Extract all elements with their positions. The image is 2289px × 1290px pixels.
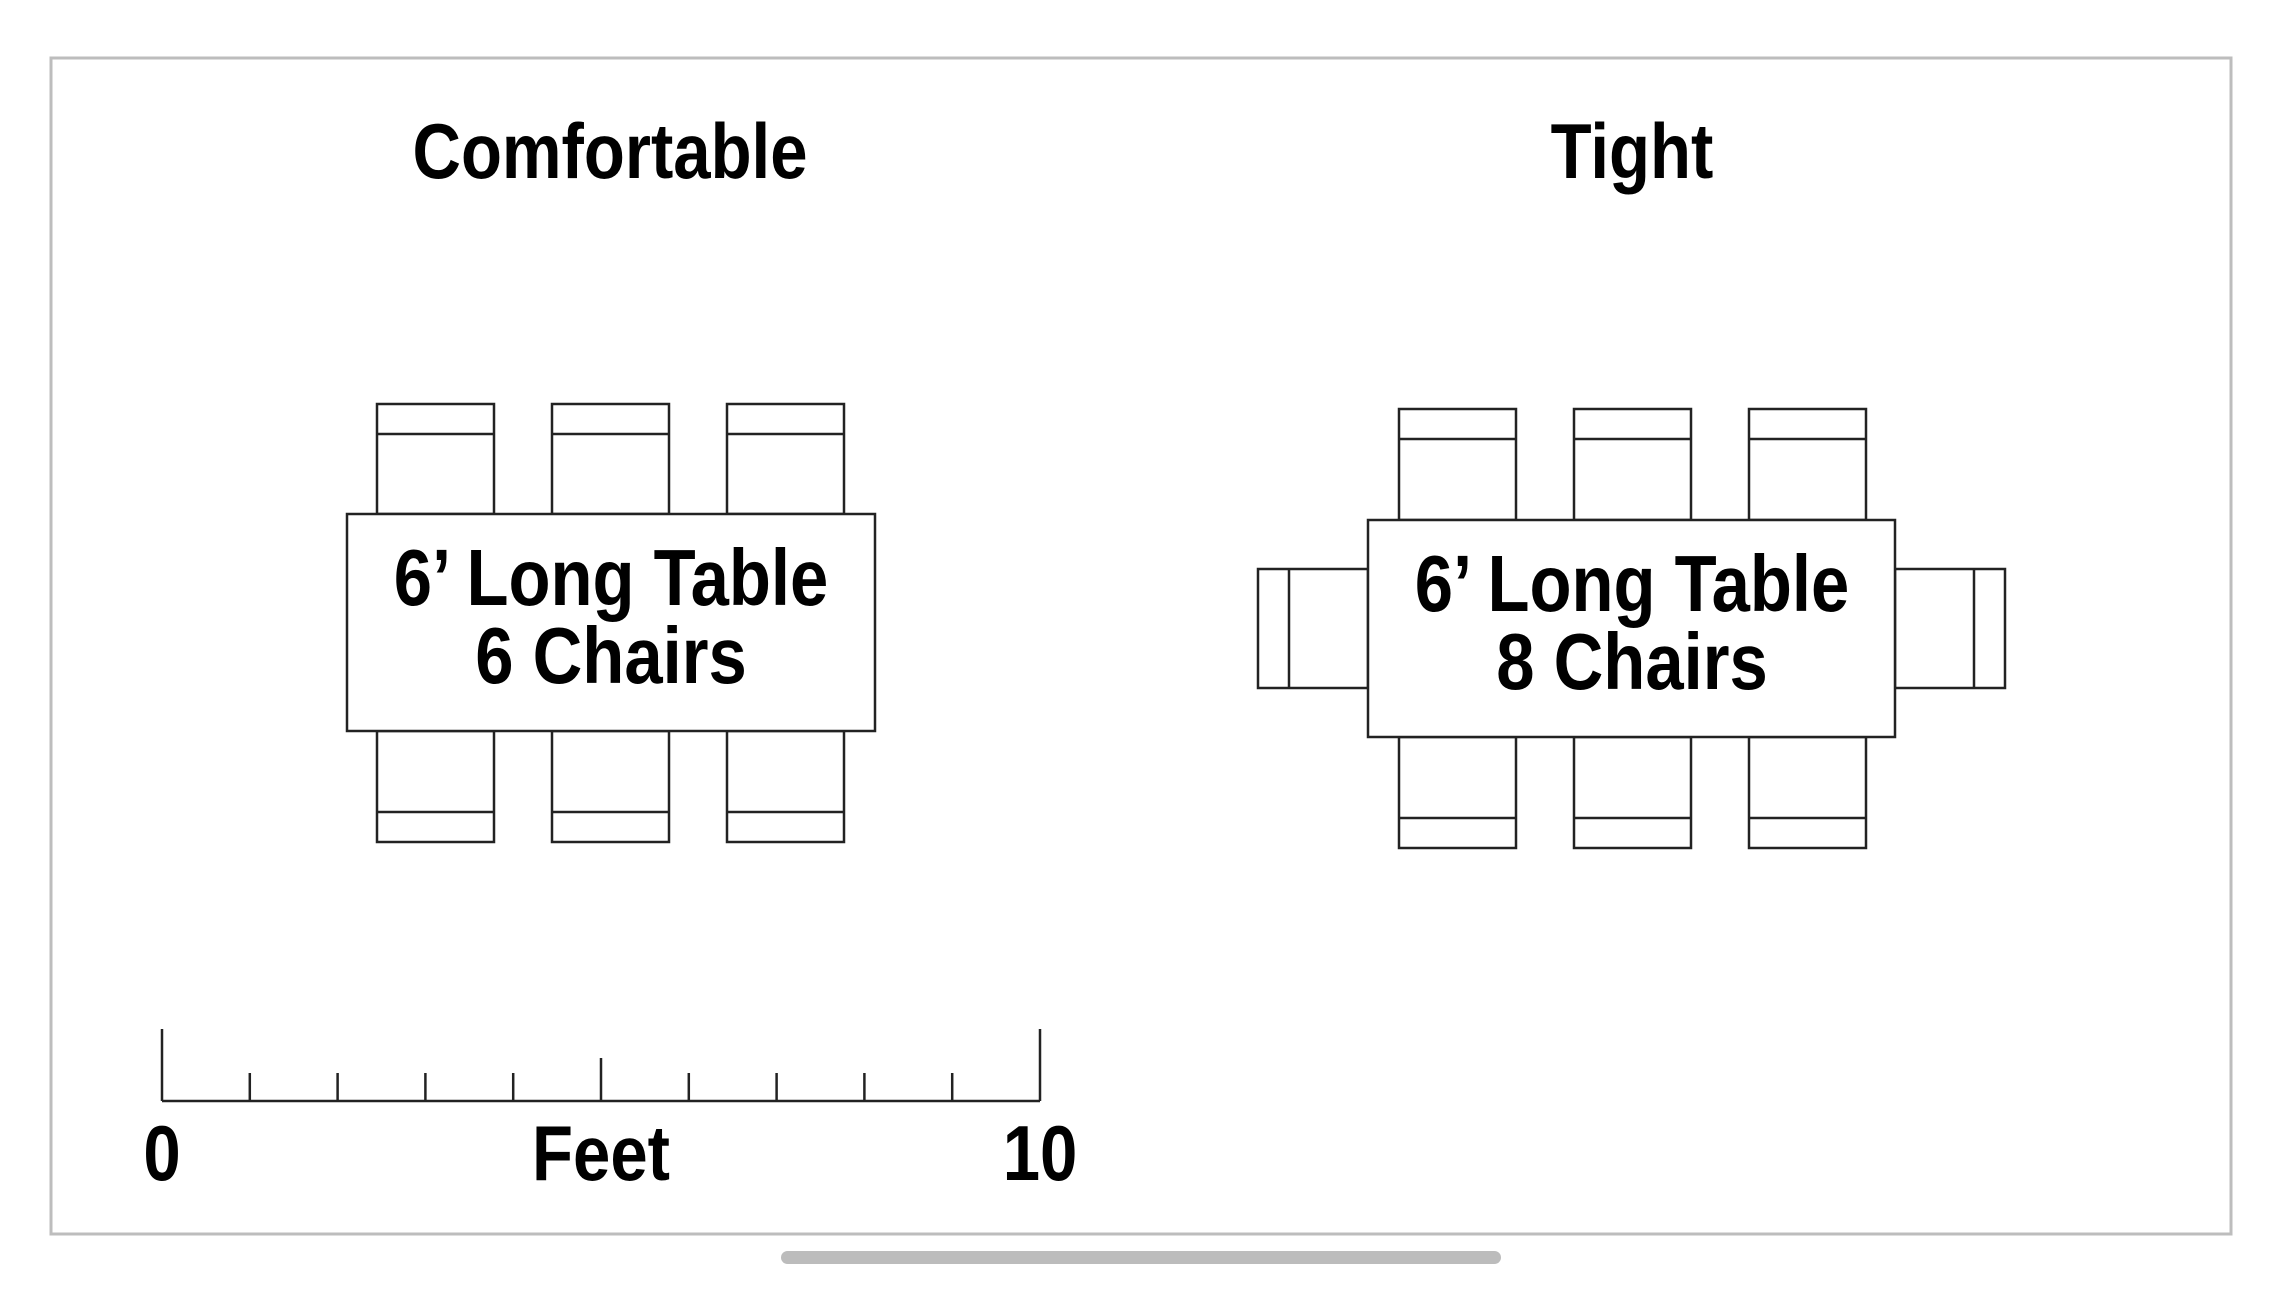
- tight-table: [1366, 518, 1897, 739]
- tight-chair-count: 8 Chairs: [1496, 616, 1768, 706]
- chair-seat: [1572, 735, 1693, 850]
- chair-seat: [1256, 567, 1370, 690]
- chair-seat: [1747, 407, 1868, 522]
- chair: [1572, 407, 1693, 522]
- chair-seat: [375, 402, 496, 516]
- comfortable-table: [345, 512, 877, 733]
- scale-unit-label: Feet: [532, 1110, 670, 1197]
- tight-table-size: 6’ Long Table: [1415, 538, 1850, 628]
- chair: [1397, 735, 1518, 850]
- chair: [375, 729, 496, 844]
- chair-seat: [1397, 407, 1518, 522]
- scale-bar: [160, 1029, 1042, 1103]
- chair: [725, 402, 846, 516]
- chair-seat: [375, 729, 496, 844]
- chair-seat: [725, 729, 846, 844]
- chair: [1747, 735, 1868, 850]
- chair-seat: [550, 729, 671, 844]
- chair: [1397, 407, 1518, 522]
- scale-end-label: 10: [1003, 1110, 1078, 1197]
- chair: [1572, 735, 1693, 850]
- scale-start-label: 0: [143, 1110, 180, 1197]
- tight-title: Tight: [1551, 108, 1714, 195]
- chair: [1747, 407, 1868, 522]
- horizontal-scrollbar[interactable]: [781, 1251, 1501, 1264]
- chair: [1256, 567, 1370, 690]
- comfortable-title: Comfortable: [413, 108, 808, 195]
- chair: [550, 402, 671, 516]
- chair: [550, 729, 671, 844]
- chair: [725, 729, 846, 844]
- comfortable-chair-count: 6 Chairs: [475, 610, 747, 700]
- chair-seat: [1893, 567, 2007, 690]
- chair-seat: [550, 402, 671, 516]
- chair-seat: [1572, 407, 1693, 522]
- comfortable-table-size: 6’ Long Table: [394, 532, 829, 622]
- chair: [1893, 567, 2007, 690]
- chair-seat: [1397, 735, 1518, 850]
- chair: [375, 402, 496, 516]
- chair-seat: [725, 402, 846, 516]
- chair-seat: [1747, 735, 1868, 850]
- chairs-group: [375, 402, 2007, 850]
